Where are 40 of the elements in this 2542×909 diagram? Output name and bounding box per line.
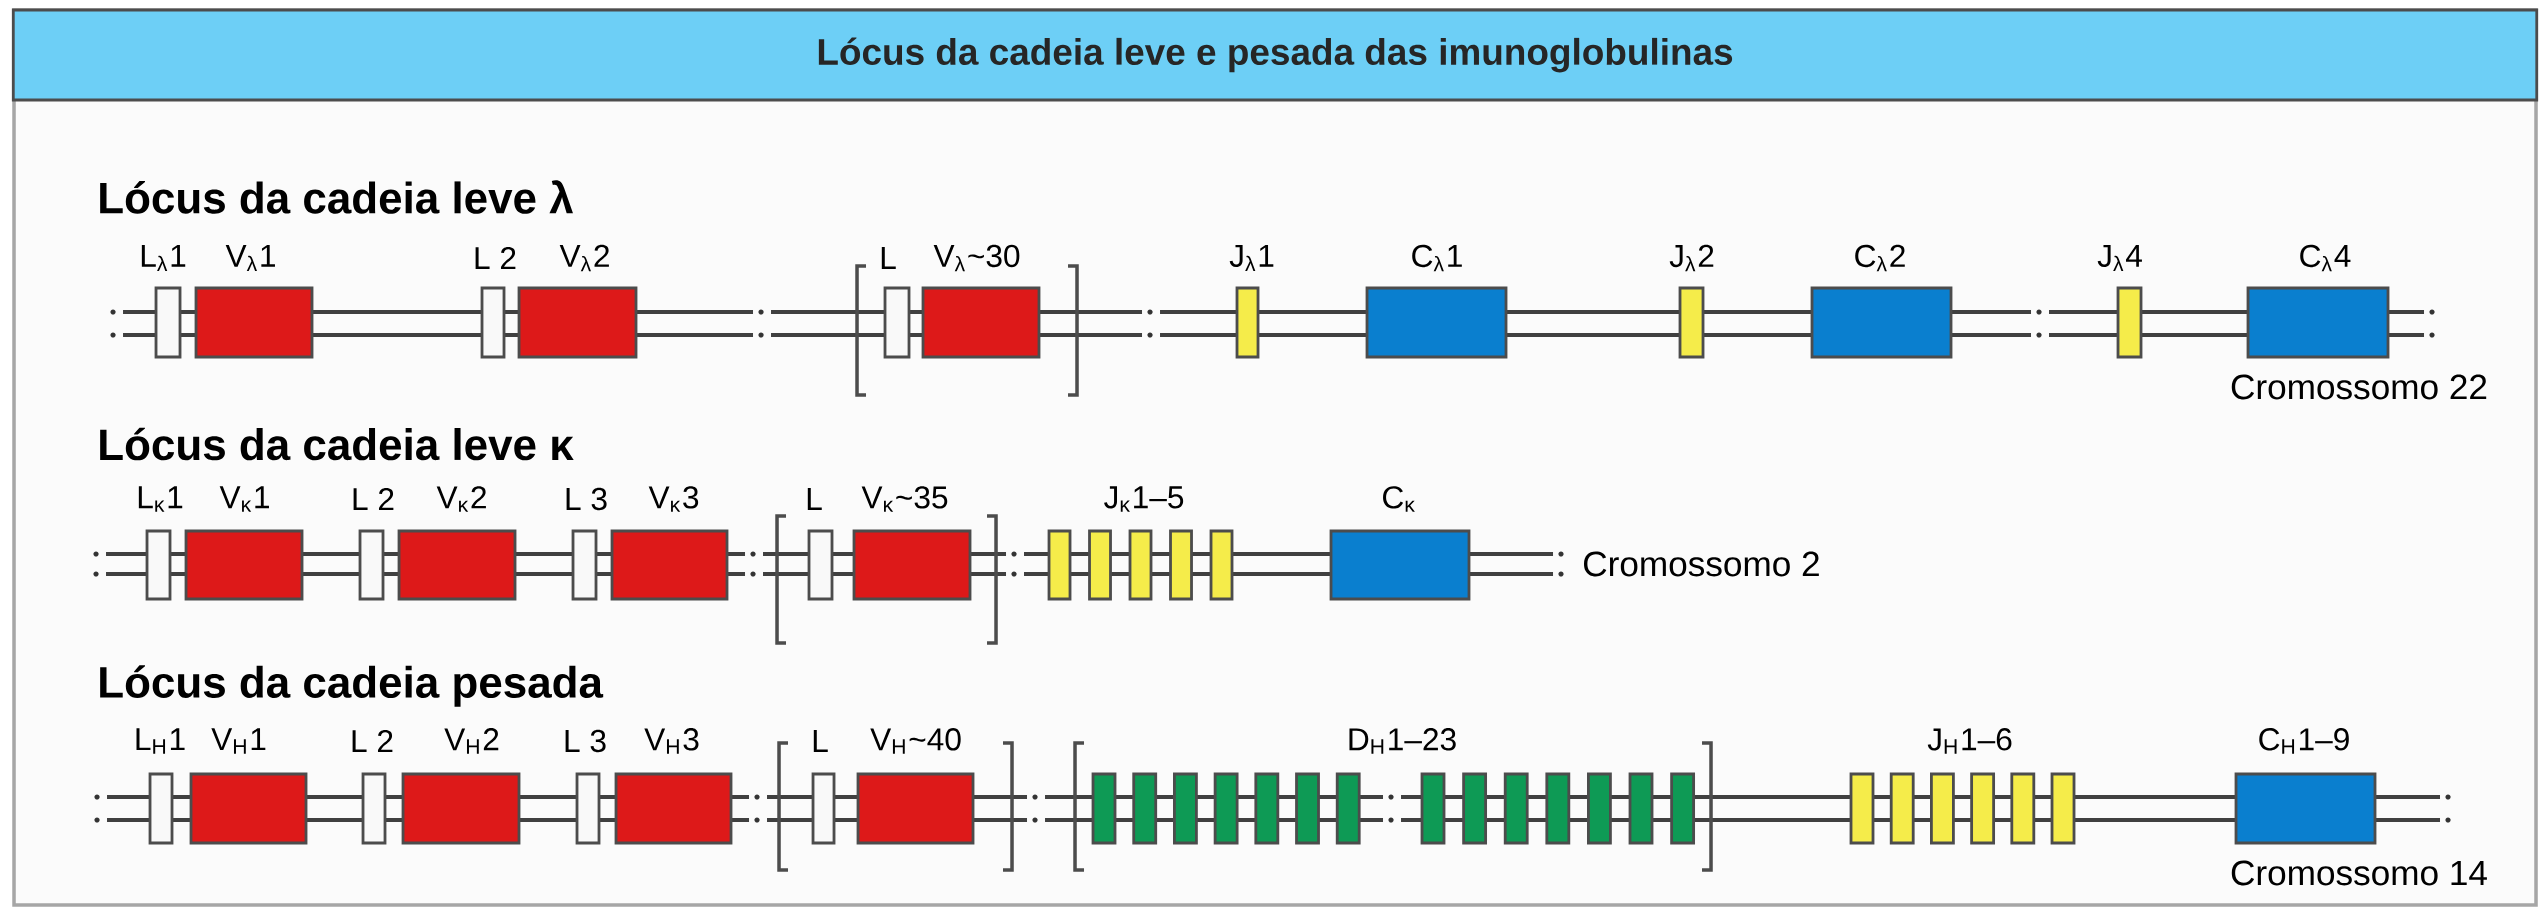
segment-label: L 3 [566, 487, 607, 511]
segment-label: J$_{λ}$4 [2097, 244, 2142, 272]
segment-label: J$_{λ}$2 [1669, 244, 1714, 272]
section-heading: Lócus da cadeia leve κ [100, 427, 574, 461]
segment-label: L 2 [475, 246, 516, 270]
segment-label: V$_{λ}$1 [225, 244, 275, 272]
segment-label: D$_{H}$1–23 [1349, 728, 1456, 754]
segment-label: J$_{H}$1–6 [1927, 728, 2012, 754]
segment-label: V$_{κ}$2 [436, 486, 486, 512]
segment-label: C$_{λ}$2 [1855, 244, 1905, 272]
segment-label: V$_{λ}$2 [559, 244, 609, 272]
segment-label: C$_{H}$1–9 [2259, 728, 2349, 754]
segment-label: V$_{H}$3 [644, 728, 699, 754]
segment-label: C$_{λ}$4 [2300, 244, 2351, 272]
segment-label: V$_{κ}$1 [219, 486, 269, 512]
segment-label: L [807, 488, 822, 510]
segment-label: V$_{H}$~40 [870, 728, 961, 754]
segment-label: V$_{κ}$~35 [861, 486, 948, 512]
segment-label: L$_{κ}$1 [138, 486, 183, 512]
chromosome-label: Cromossomo 2 [1584, 551, 1819, 577]
segment-label: C$_{λ}$1 [1412, 244, 1462, 272]
chromosome-label: Cromossomo 22 [2231, 374, 2487, 400]
segment-label: L [881, 247, 896, 269]
segment-label: V$_{H}$1 [211, 728, 266, 754]
segment-label: L$_{H}$1 [136, 728, 185, 754]
section-heading: Lócus da cadeia pesada [100, 665, 604, 707]
segment-label: C$_{κ}$ [1383, 486, 1415, 512]
segment-label: V$_{κ}$3 [648, 486, 699, 512]
section-heading: Lócus da cadeia leve λ [100, 180, 573, 214]
segment-label: L 2 [352, 729, 393, 753]
segment-label: L$_{λ}$1 [141, 244, 186, 272]
segment-label: L [813, 730, 828, 752]
title-band: Lócus da cadeia leve e pesada das imunoglobulinas [11, 8, 2539, 102]
segment-label: V$_{λ}$~30 [933, 244, 1020, 272]
segment-label: V$_{H}$2 [444, 728, 499, 754]
segment-label: L 2 [353, 487, 394, 511]
segment-label: J$_{λ}$1 [1229, 244, 1274, 272]
chromosome-label: Cromossomo 14 [2231, 860, 2487, 886]
segment-label: J$_{κ}$1–5 [1104, 486, 1184, 512]
segment-label: L 3 [565, 729, 606, 753]
